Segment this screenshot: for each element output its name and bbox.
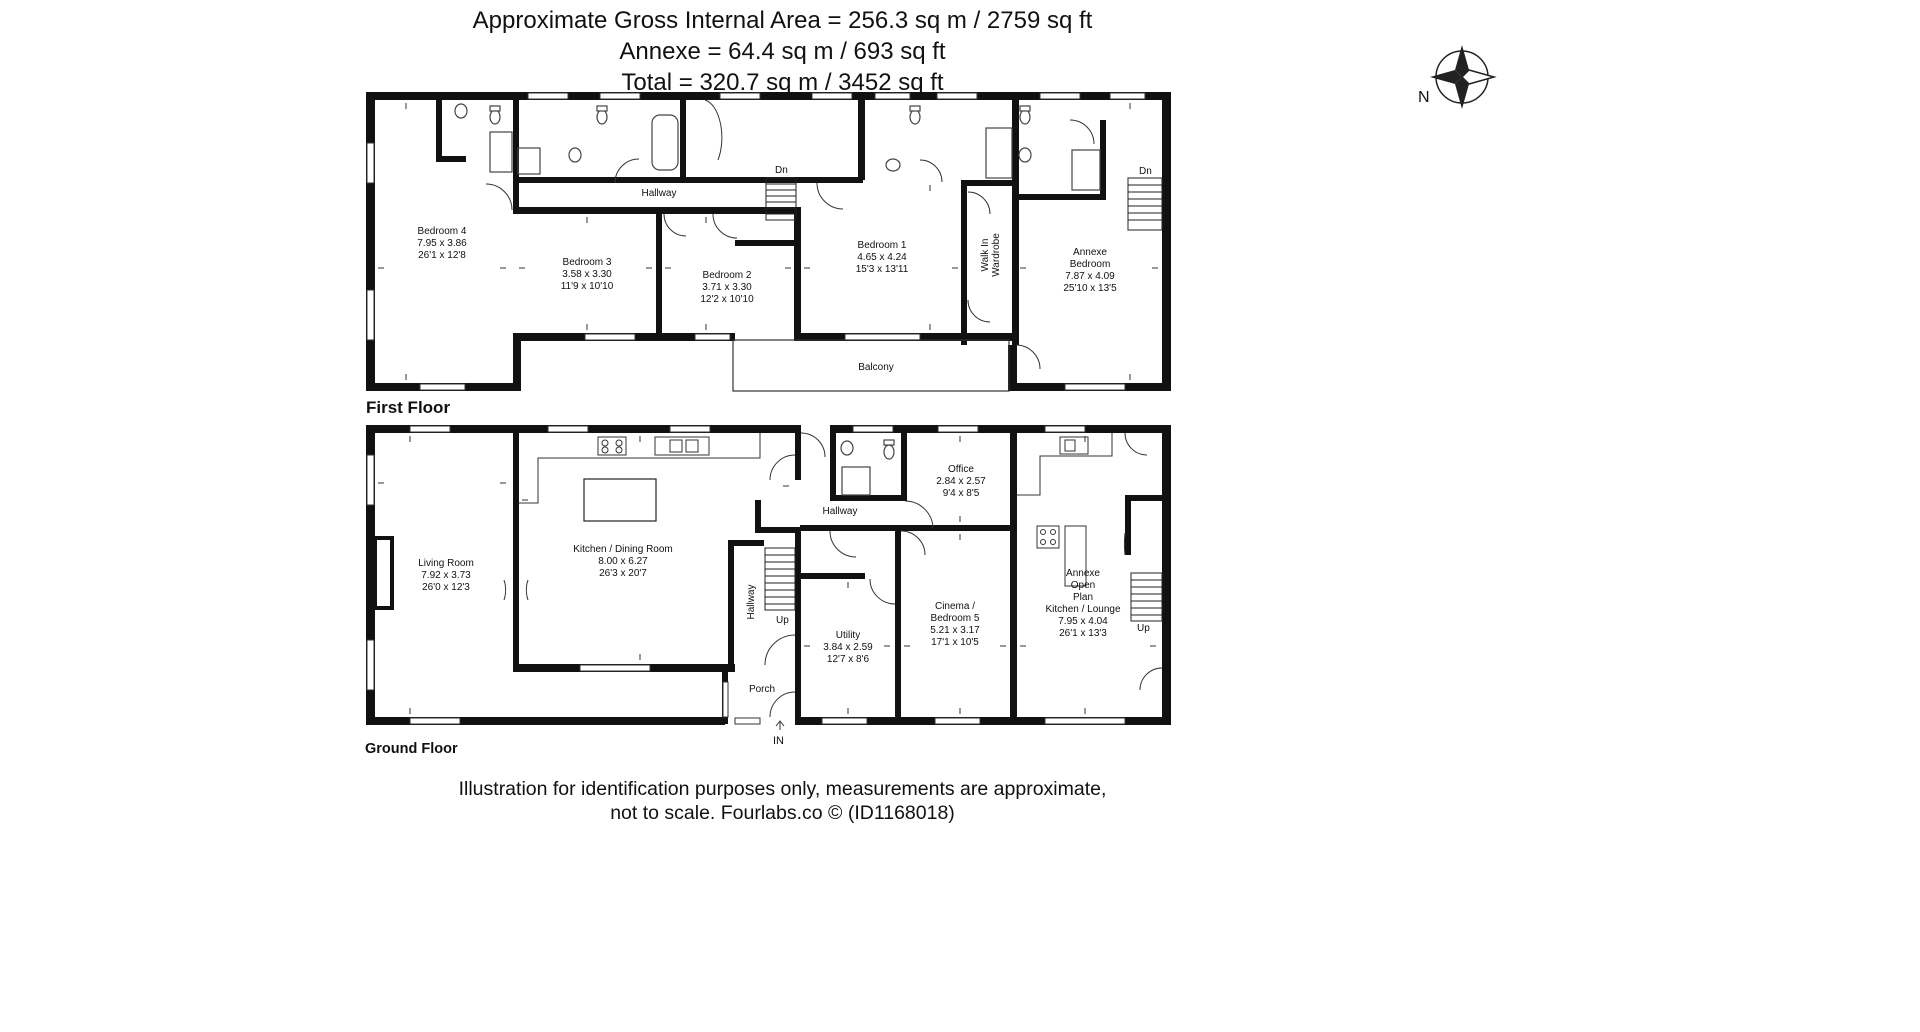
- kitchen-dining-metric: 8.00 x 6.27: [598, 556, 648, 567]
- entrance-arrow-icon: [775, 720, 785, 730]
- office-metric: 2.84 x 2.57: [936, 476, 986, 487]
- ground-floor-walls: [366, 425, 1171, 725]
- living-room-imperial: 26'0 x 12'3: [422, 582, 470, 593]
- kitchen-dining-imperial: 26'3 x 20'7: [599, 568, 647, 579]
- first-floor-stairs-right: [1127, 177, 1163, 231]
- balcony-label: Balcony: [858, 362, 894, 373]
- ground-floor-stairs-left: [764, 547, 796, 611]
- utility-metric: 3.84 x 2.59: [823, 642, 873, 653]
- annexe-bedroom-name-1: Annexe: [1073, 247, 1107, 258]
- first-floor-windows: [366, 92, 1146, 391]
- bedroom1-metric: 4.65 x 4.24: [857, 252, 907, 263]
- first-floor-dn-right: Dn: [1139, 166, 1152, 177]
- ground-floor-up-left: Up: [776, 615, 789, 626]
- kitchen-island: [583, 478, 657, 522]
- bedroom3-imperial: 11'9 x 10'10: [561, 281, 614, 292]
- annexe-kitchen-worktop: [1017, 433, 1113, 587]
- cinema-metric: 5.21 x 3.17: [930, 625, 980, 636]
- ground-floor-title: Ground Floor: [365, 741, 458, 757]
- annexe-bedroom-name-2: Bedroom: [1070, 259, 1111, 270]
- utility-name: Utility: [836, 630, 860, 641]
- bedroom2-name: Bedroom 2: [703, 270, 752, 281]
- annexe-open-plan-l4: Kitchen / Lounge: [1045, 604, 1120, 615]
- cinema-imperial: 17'1 x 10'5: [931, 637, 979, 648]
- total-area-line: Total = 320.7 sq m / 3452 sq ft: [621, 69, 944, 96]
- first-floor-hallway-label: Hallway: [641, 188, 676, 199]
- ground-floor-windows: [366, 425, 1126, 725]
- ground-floor-up-right: Up: [1137, 623, 1150, 634]
- dimension-arrows: [378, 103, 1158, 714]
- annexe-open-plan-l1: Annexe: [1066, 568, 1100, 579]
- annexe-bedroom-metric: 7.87 x 4.09: [1065, 271, 1115, 282]
- annexe-open-plan-imperial: 26'1 x 13'3: [1059, 628, 1107, 639]
- first-floor-bathroom-fixtures: [454, 103, 1101, 191]
- first-floor-doors: [485, 99, 1095, 370]
- bedroom2-metric: 3.71 x 3.30: [702, 282, 752, 293]
- gross-area-line: Approximate Gross Internal Area = 256.3 …: [472, 7, 1093, 34]
- annexe-bedroom-imperial: 25'10 x 13'5: [1063, 283, 1117, 294]
- annexe-open-plan-l3: Plan: [1073, 592, 1093, 603]
- bedroom1-imperial: 15'3 x 13'11: [856, 264, 909, 275]
- walk-in-label-2: Wardrobe: [991, 233, 1002, 277]
- ground-floor-fireplace: [373, 536, 394, 610]
- bedroom3-metric: 3.58 x 3.30: [562, 269, 612, 280]
- ground-floor-doors: [503, 432, 1163, 718]
- living-room-name: Living Room: [418, 558, 474, 569]
- disclaimer-line-1: Illustration for identification purposes…: [458, 778, 1107, 800]
- compass-north-label: N: [1418, 89, 1430, 106]
- kitchen-dining-name: Kitchen / Dining Room: [573, 544, 673, 555]
- annexe-open-plan-metric: 7.95 x 4.04: [1058, 616, 1108, 627]
- kitchen-worktop: [519, 433, 761, 504]
- entrance-label: IN: [773, 735, 784, 747]
- walk-in-label-1: Walk In: [980, 239, 991, 272]
- balcony-outline: [732, 339, 1010, 392]
- ground-floor-hallway-label: Hallway: [822, 506, 857, 517]
- annexe-hob-icon: [1036, 525, 1060, 549]
- ground-floor-wc-fixtures: [840, 439, 895, 496]
- first-floor-dn-left: Dn: [775, 165, 788, 176]
- disclaimer-line-2: not to scale. Fourlabs.co © (ID1168018): [610, 802, 955, 824]
- first-floor-title: First Floor: [366, 398, 451, 417]
- cinema-name-2: Bedroom 5: [931, 613, 980, 624]
- bedroom4-imperial: 26'1 x 12'8: [418, 250, 466, 261]
- office-imperial: 9'4 x 8'5: [943, 488, 980, 499]
- bedroom2-imperial: 12'2 x 10'10: [700, 294, 754, 305]
- first-floor-stairs-left: [765, 177, 797, 221]
- ground-floor-stairs-right: [1130, 572, 1163, 622]
- office-name: Office: [948, 464, 974, 475]
- kitchen-sink-icon: [654, 436, 710, 456]
- compass-rose-icon: [1430, 45, 1497, 109]
- annexe-area-line: Annexe = 64.4 sq m / 693 sq ft: [619, 38, 946, 65]
- bedroom4-name: Bedroom 4: [418, 226, 467, 237]
- bedroom4-metric: 7.95 x 3.86: [417, 238, 467, 249]
- cinema-name-1: Cinema /: [935, 601, 975, 612]
- bedroom3-name: Bedroom 3: [563, 257, 612, 268]
- annexe-open-plan-l2: Open: [1071, 580, 1095, 591]
- first-floor-walls: [366, 92, 1171, 391]
- ground-floor-hallway-vertical-label: Hallway: [746, 584, 757, 619]
- utility-imperial: 12'7 x 8'6: [827, 654, 870, 665]
- living-room-metric: 7.92 x 3.73: [421, 570, 471, 581]
- kitchen-hob-icon: [597, 436, 627, 456]
- porch-label: Porch: [749, 684, 775, 695]
- bedroom1-name: Bedroom 1: [858, 240, 907, 251]
